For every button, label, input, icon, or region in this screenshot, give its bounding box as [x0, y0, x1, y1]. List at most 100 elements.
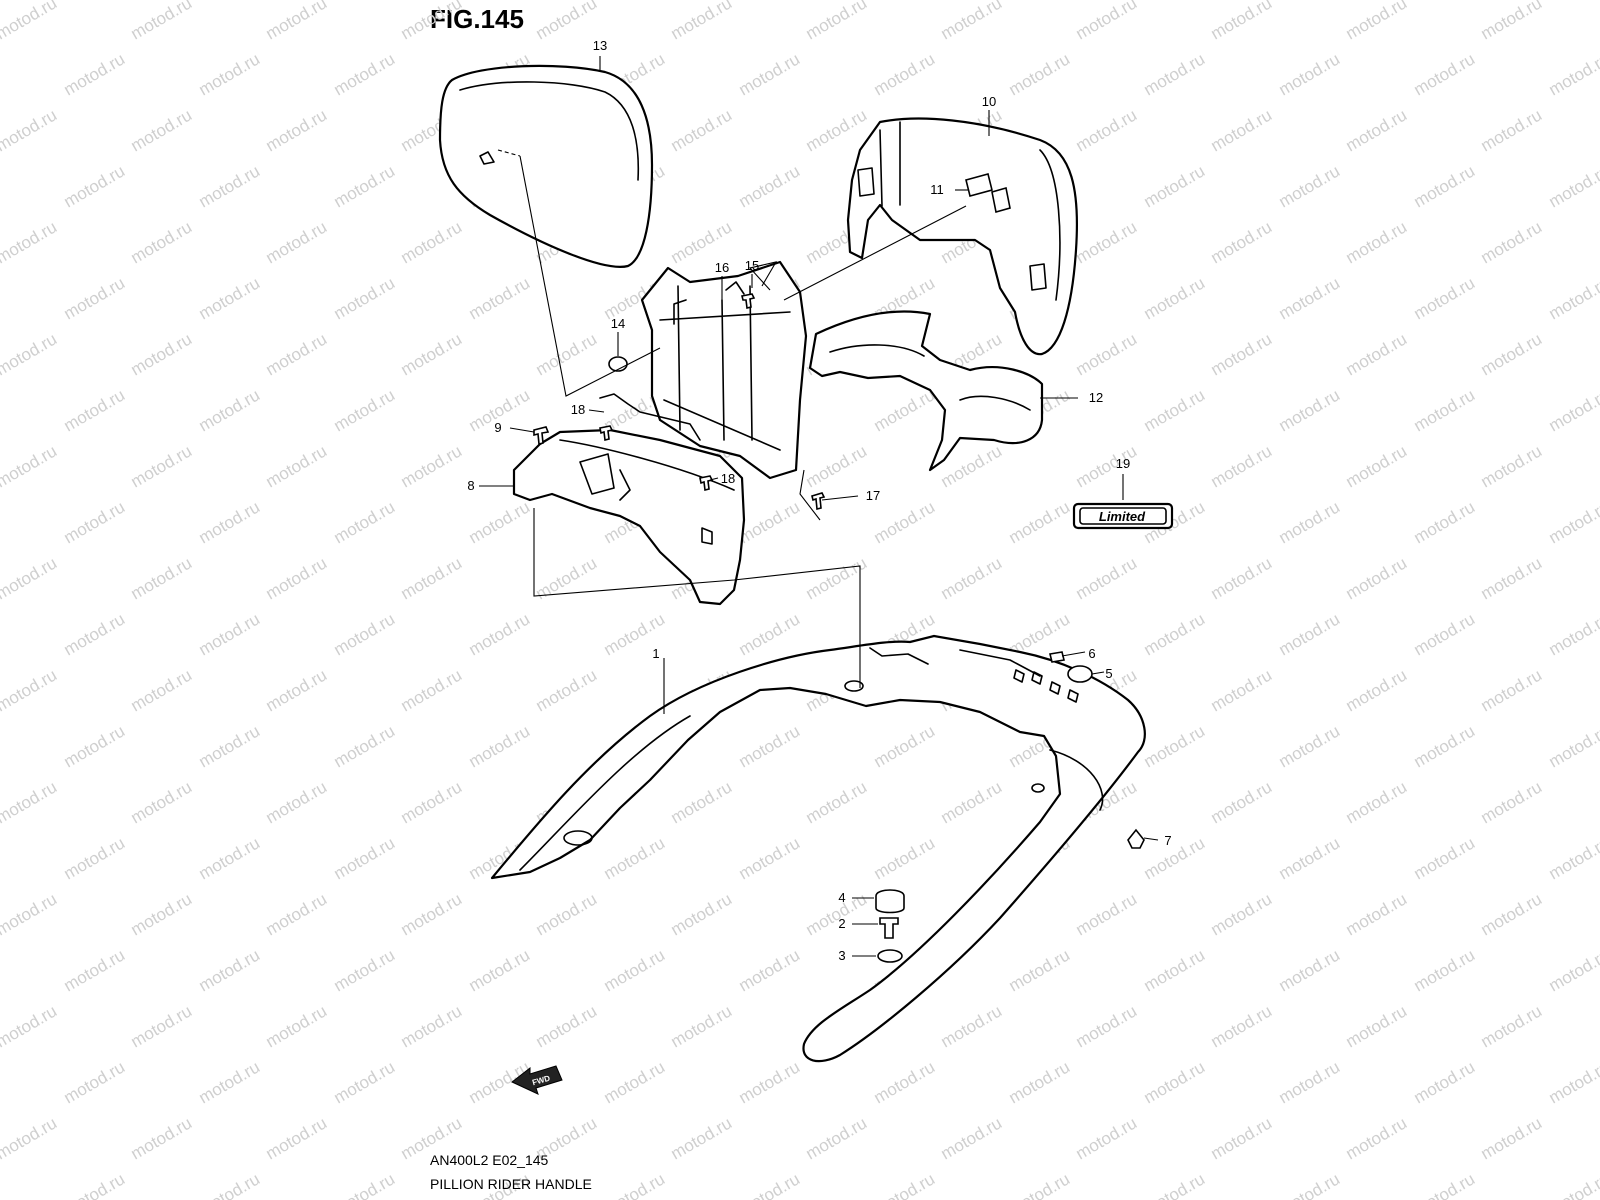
pillion-grab-handle[interactable] [490, 634, 1146, 1063]
watermark-text: motod.ru [1276, 49, 1344, 99]
fwd-arrow-icon: FWD [511, 1065, 563, 1095]
watermark-text: motod.ru [263, 0, 331, 43]
callout-numbers: 1 2 3 4 5 6 7 8 9 10 11 12 13 14 15 16 1… [467, 38, 1171, 963]
watermark-text: motod.ru [1343, 553, 1411, 603]
watermark-text: motod.ru [1073, 553, 1141, 603]
watermark-text: motod.ru [1546, 833, 1600, 883]
watermark-text: motod.ru [331, 945, 399, 995]
watermark-text: motod.ru [803, 1113, 871, 1163]
bolt-17[interactable] [811, 492, 826, 511]
limited-badge[interactable]: Limited [1072, 502, 1174, 530]
watermark-text: motod.ru [736, 161, 804, 211]
bolt-15[interactable] [741, 293, 756, 309]
clip-7[interactable] [1127, 828, 1145, 849]
watermark-text: motod.ru [1343, 217, 1411, 267]
watermark-text: motod.ru [736, 49, 804, 99]
watermark-text: motod.ru [1208, 777, 1276, 827]
watermark-text: motod.ru [1546, 721, 1600, 771]
watermark-text: motod.ru [263, 777, 331, 827]
callout-15[interactable]: 15 [745, 258, 759, 273]
watermark-text: motod.ru [331, 497, 399, 547]
watermark-text: motod.ru [398, 777, 466, 827]
watermark-text: motod.ru [601, 1169, 669, 1200]
watermark-text: motod.ru [736, 945, 804, 995]
watermark-text: motod.ru [331, 833, 399, 883]
section-name: PILLION RIDER HANDLE [430, 1176, 592, 1192]
watermark-text: motod.ru [1276, 161, 1344, 211]
watermark-text: motod.ru [128, 777, 196, 827]
watermark-text: motod.ru [0, 0, 60, 43]
watermark-text: motod.ru [1141, 721, 1209, 771]
watermark-text: motod.ru [938, 777, 1006, 827]
watermark-text: motod.ru [1073, 1113, 1141, 1163]
screw-9[interactable] [533, 426, 550, 446]
watermark-text: motod.ru [1546, 1169, 1600, 1200]
watermark-text: motod.ru [533, 889, 601, 939]
watermark-text: motod.ru [1073, 1001, 1141, 1051]
watermark-text: motod.ru [466, 721, 534, 771]
backrest-pad[interactable] [438, 64, 654, 268]
watermark-text: motod.ru [1411, 273, 1479, 323]
watermark-text: motod.ru [196, 1057, 264, 1107]
watermark-text: motod.ru [263, 217, 331, 267]
bolt-2[interactable] [879, 917, 899, 939]
side-cover[interactable] [808, 310, 1044, 472]
backrest-cover[interactable] [846, 117, 1079, 356]
watermark-text: motod.ru [871, 49, 939, 99]
watermark-text: motod.ru [803, 777, 871, 827]
callout-14[interactable]: 14 [611, 316, 625, 331]
callout-19[interactable]: 19 [1116, 456, 1130, 471]
watermark-text: motod.ru [1478, 777, 1546, 827]
callout-13[interactable]: 13 [593, 38, 607, 53]
callout-12[interactable]: 12 [1089, 390, 1103, 405]
callout-4[interactable]: 4 [838, 890, 845, 905]
callout-2[interactable]: 2 [838, 916, 845, 931]
watermark-text: motod.ru [1343, 105, 1411, 155]
watermark-text: motod.ru [533, 553, 601, 603]
watermark-text: motod.ru [466, 497, 534, 547]
callout-11[interactable]: 11 [930, 182, 944, 197]
callout-18-lower[interactable]: 18 [721, 471, 735, 486]
watermark-text: motod.ru [668, 1113, 736, 1163]
watermark-text: motod.ru [0, 553, 60, 603]
watermark-text: motod.ru [1411, 1057, 1479, 1107]
callout-16[interactable]: 16 [715, 260, 729, 275]
watermark-text: motod.ru [736, 1057, 804, 1107]
callout-10[interactable]: 10 [982, 94, 996, 109]
callout-5[interactable]: 5 [1105, 666, 1112, 681]
backrest-clip[interactable] [965, 173, 1011, 214]
callout-7[interactable]: 7 [1164, 833, 1171, 848]
watermark-text: motod.ru [1141, 273, 1209, 323]
callout-3[interactable]: 3 [838, 948, 845, 963]
watermark-text: motod.ru [803, 441, 871, 491]
rear-lower-bracket[interactable] [512, 393, 746, 606]
watermark-text: motod.ru [128, 217, 196, 267]
watermark-text: motod.ru [668, 0, 736, 43]
watermark-text: motod.ru [466, 273, 534, 323]
watermark-text: motod.ru [331, 721, 399, 771]
callout-18-upper[interactable]: 18 [571, 402, 585, 417]
callout-17[interactable]: 17 [866, 488, 880, 503]
watermark-text: motod.ru [1141, 1057, 1209, 1107]
watermark-text: motod.ru [0, 1113, 60, 1163]
bolt-18b[interactable] [699, 475, 714, 491]
watermark-text: motod.ru [398, 0, 466, 43]
damper-5[interactable] [1067, 665, 1093, 683]
watermark-text: motod.ru [61, 609, 129, 659]
bolt-18a[interactable] [599, 425, 614, 441]
watermark-text: motod.ru [1141, 1169, 1209, 1200]
screw-6[interactable] [1049, 651, 1065, 663]
callout-1[interactable]: 1 [652, 646, 659, 661]
watermark-text: motod.ru [0, 889, 60, 939]
cap-4[interactable] [875, 889, 905, 914]
backrest-bracket[interactable] [640, 260, 808, 480]
watermark-text: motod.ru [0, 105, 60, 155]
watermark-text: motod.ru [0, 777, 60, 827]
callout-8[interactable]: 8 [467, 478, 474, 493]
watermark-text: motod.ru [1276, 721, 1344, 771]
watermark-text: motod.ru [1343, 0, 1411, 43]
callout-9[interactable]: 9 [494, 420, 501, 435]
washer-3[interactable] [877, 949, 903, 963]
callout-6[interactable]: 6 [1088, 646, 1095, 661]
watermark-text: motod.ru [1343, 889, 1411, 939]
